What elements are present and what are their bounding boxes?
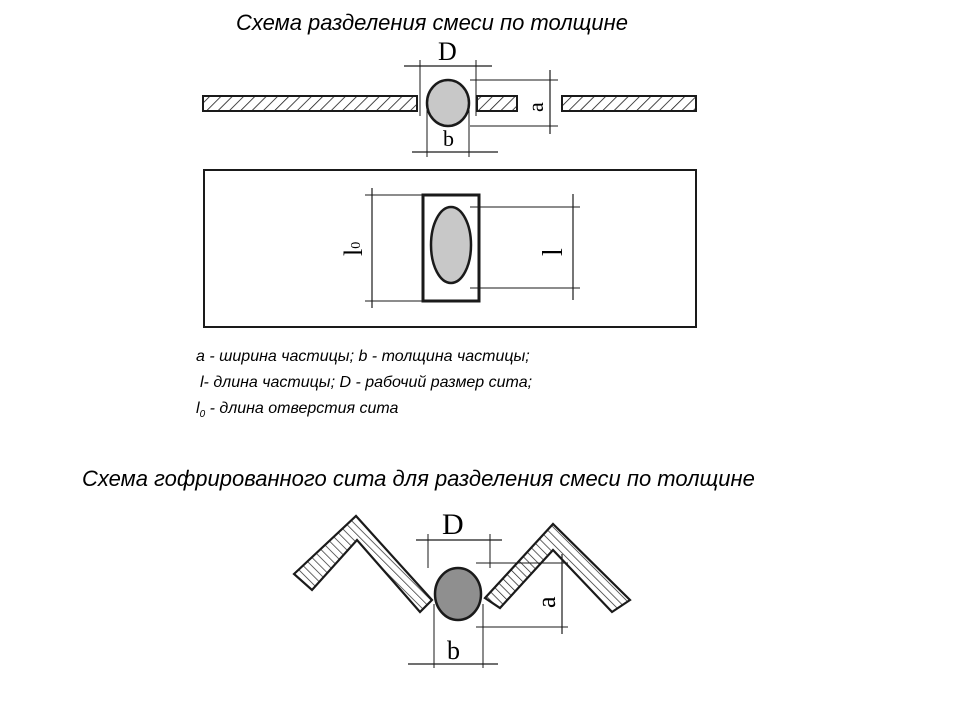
title-bottom: Схема гофрированного сита для разделения…: [82, 466, 755, 491]
legend-line-1: a - ширина частицы; b - толщина частицы;: [196, 348, 530, 365]
label-a-top: a: [523, 102, 548, 112]
corrugated-plate-left: [292, 514, 434, 614]
legend-line-3: l0 - длина отверстия сита: [196, 400, 399, 421]
legend: a - ширина частицы; b - толщина частицы;…: [196, 344, 532, 428]
flat-sieve-side-view: D b a: [202, 37, 697, 157]
particle-corrugated: [433, 566, 483, 622]
sieve-plate-right: [561, 95, 697, 112]
corrugated-sieve-view: D b a: [292, 508, 632, 668]
title-top: Схема разделения смеси по толщине: [236, 10, 628, 35]
label-b-top: b: [443, 126, 454, 151]
sieve-plate-plan: [203, 169, 697, 328]
label-l0: l0: [339, 242, 368, 256]
label-l: l: [538, 248, 569, 256]
flat-sieve-plan-view: l0 l: [203, 169, 697, 328]
sieve-plate-middle: [476, 95, 518, 112]
legend-line-2: l- длина частицы; D - рабочий размер сит…: [200, 374, 533, 391]
particle-side: [425, 78, 471, 128]
sieve-plate-left: [202, 95, 418, 112]
particle-plan: [429, 205, 473, 285]
corrugated-plate-right: [483, 522, 632, 614]
label-D-top: D: [438, 37, 457, 66]
label-D-bottom: D: [442, 508, 464, 541]
label-b-bottom: b: [447, 636, 460, 665]
label-a-bottom: a: [532, 596, 561, 608]
